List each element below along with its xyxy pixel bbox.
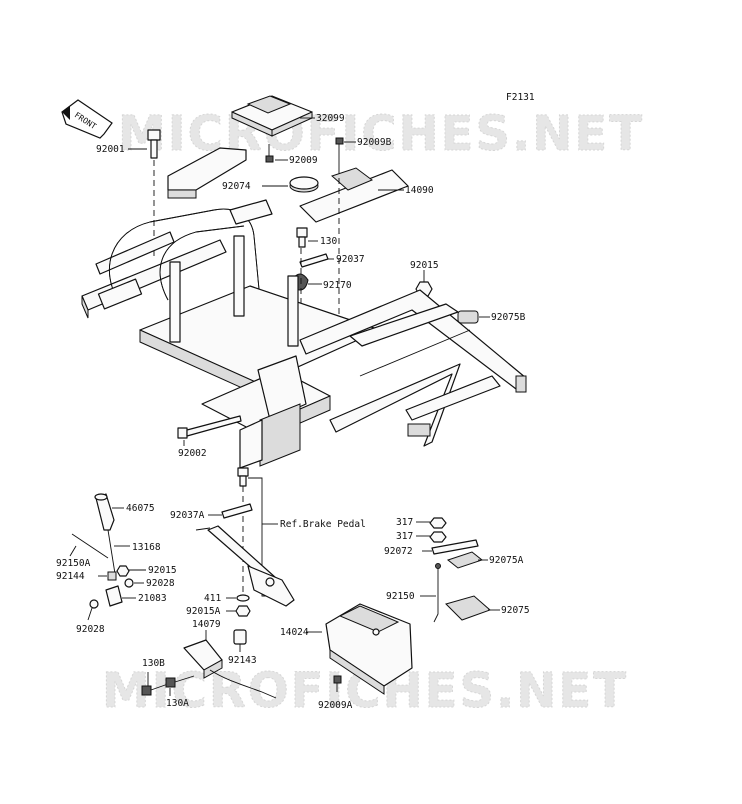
label-130A: 130A bbox=[166, 698, 189, 709]
label-411: 411 bbox=[204, 593, 221, 604]
label-92170: 92170 bbox=[323, 280, 352, 291]
label-92015-mid: 92015 bbox=[148, 565, 177, 576]
label-ref-brake-pedal: Ref.Brake Pedal bbox=[280, 519, 366, 530]
strap-92072 bbox=[431, 539, 479, 555]
bolt-130A bbox=[165, 675, 195, 688]
label-92074: 92074 bbox=[222, 181, 251, 192]
label-92144: 92144 bbox=[56, 571, 85, 582]
label-92009B: 92009B bbox=[357, 137, 392, 148]
label-13168: 13168 bbox=[132, 542, 161, 553]
bushing-92028-a bbox=[124, 578, 134, 588]
nut-317-b bbox=[429, 531, 447, 543]
main-frame bbox=[81, 199, 527, 469]
cover-14024 bbox=[325, 603, 413, 695]
front-bracket bbox=[167, 147, 247, 199]
bolt-92009B bbox=[335, 137, 344, 168]
collar-92143 bbox=[233, 629, 247, 645]
spring-92144 bbox=[107, 571, 117, 581]
part-32099 bbox=[231, 95, 313, 137]
washer-411 bbox=[236, 594, 250, 602]
label-21083: 21083 bbox=[138, 593, 167, 604]
label-92075: 92075 bbox=[501, 605, 530, 616]
bracket-14079 bbox=[183, 639, 223, 679]
label-92037A: 92037A bbox=[170, 510, 205, 521]
brake-pedal-lever bbox=[195, 525, 295, 607]
label-92037: 92037 bbox=[336, 254, 365, 265]
nut-92015-mid bbox=[116, 565, 130, 577]
label-14079: 14079 bbox=[192, 619, 221, 630]
label-92143: 92143 bbox=[228, 655, 257, 666]
label-92015A: 92015A bbox=[186, 606, 221, 617]
diagram-code: F2131 bbox=[506, 92, 535, 103]
pad-92075A bbox=[446, 551, 484, 569]
label-92075A: 92075A bbox=[489, 555, 524, 566]
bolt-92009 bbox=[265, 144, 274, 163]
label-92150A: 92150A bbox=[56, 558, 91, 569]
label-130: 130 bbox=[320, 236, 337, 247]
pad-92074 bbox=[289, 176, 319, 193]
label-46075: 46075 bbox=[126, 503, 155, 514]
label-32099: 32099 bbox=[316, 113, 345, 124]
label-92072: 92072 bbox=[384, 546, 413, 557]
strap-92037A bbox=[221, 503, 253, 519]
pad-92075B bbox=[457, 310, 479, 324]
bolt-pedal-top bbox=[237, 467, 249, 487]
bolt-92001 bbox=[147, 129, 161, 159]
label-317-b: 317 bbox=[396, 531, 413, 542]
label-14024: 14024 bbox=[280, 627, 309, 638]
label-92028-a: 92028 bbox=[146, 578, 175, 589]
pad-92075 bbox=[445, 595, 491, 621]
watermark-top: MICROFICHES.NET bbox=[118, 106, 644, 162]
bolt-92009A bbox=[333, 675, 342, 692]
label-92015-top: 92015 bbox=[410, 260, 439, 271]
bolt-130 bbox=[296, 227, 308, 248]
label-92009: 92009 bbox=[289, 155, 318, 166]
plate-14090 bbox=[299, 167, 409, 223]
strap-92037 bbox=[299, 253, 329, 268]
label-14090: 14090 bbox=[405, 185, 434, 196]
rod-92150A bbox=[71, 533, 109, 559]
rod-92150 bbox=[433, 563, 441, 623]
label-92028-b: 92028 bbox=[76, 624, 105, 635]
knob-46075 bbox=[94, 493, 115, 531]
label-92150: 92150 bbox=[386, 591, 415, 602]
label-92001: 92001 bbox=[96, 144, 125, 155]
bolt-92002 bbox=[177, 415, 242, 439]
bolt-130B bbox=[141, 683, 169, 696]
front-arrow-icon: FRONT bbox=[61, 99, 113, 139]
label-92002: 92002 bbox=[178, 448, 207, 459]
nut-317-a bbox=[429, 517, 447, 529]
label-130B: 130B bbox=[142, 658, 165, 669]
bushing-92028-b bbox=[89, 599, 99, 609]
switch-21083 bbox=[105, 585, 123, 607]
label-92075B: 92075B bbox=[491, 312, 526, 323]
nut-92015A bbox=[235, 605, 251, 617]
label-317-a: 317 bbox=[396, 517, 413, 528]
label-92009A: 92009A bbox=[318, 700, 353, 711]
